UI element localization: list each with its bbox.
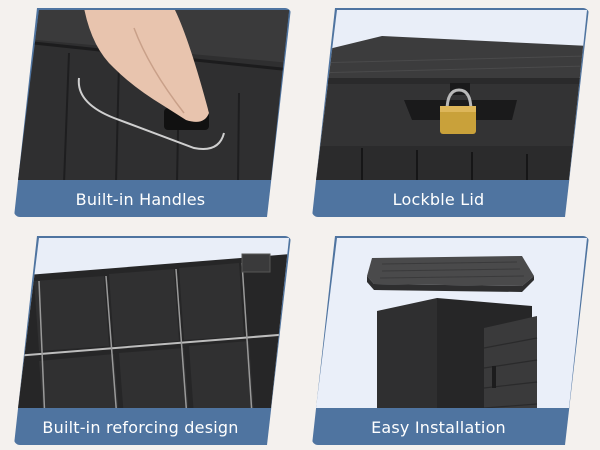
reinforcing-photo — [18, 238, 289, 408]
handle-photo — [18, 10, 289, 180]
feature-card-handles: Built-in Handles — [14, 8, 291, 217]
feature-caption: Lockble Lid — [392, 190, 485, 209]
installation-photo — [316, 238, 587, 408]
feature-caption: Easy Installation — [371, 418, 506, 437]
hand-grip-handle-icon — [18, 10, 289, 180]
padlock-icon — [316, 10, 587, 180]
feature-caption: Built-in Handles — [75, 190, 206, 209]
feature-card-lockable-lid: Lockble Lid — [312, 8, 589, 217]
feature-card-reinforcing: Built-in reforcing design — [14, 236, 291, 445]
assembly-box-icon — [316, 238, 587, 408]
lid-photo — [316, 10, 587, 180]
feature-card-easy-installation: Easy Installation — [312, 236, 589, 445]
feature-caption: Built-in reforcing design — [42, 418, 239, 437]
reinforcing-grid-icon — [18, 238, 289, 408]
